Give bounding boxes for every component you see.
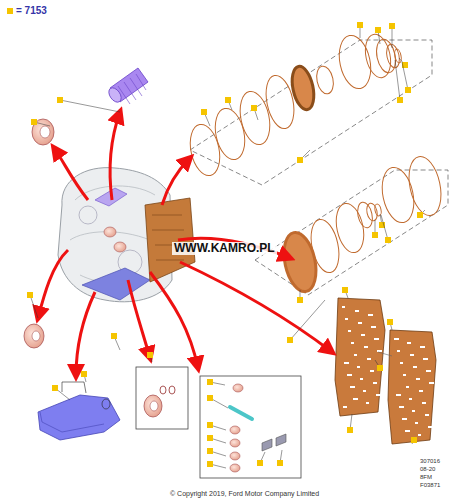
callout-marker xyxy=(207,448,213,454)
copyright: © Copyright 2019, Ford Motor Company Lim… xyxy=(170,490,319,498)
watermark: WWW.KAMRO.PL xyxy=(172,242,277,255)
callout-marker xyxy=(375,27,381,33)
callout-marker xyxy=(277,460,283,466)
callout-marker xyxy=(207,461,213,467)
callout-marker xyxy=(357,22,363,28)
callout-marker xyxy=(81,371,87,377)
legend-item: = 7153 xyxy=(7,5,47,16)
callout-marker xyxy=(389,23,395,29)
callout-marker xyxy=(297,297,303,303)
callout-marker xyxy=(207,422,213,428)
legend-swatch xyxy=(7,8,13,14)
filter xyxy=(106,68,148,104)
ring xyxy=(289,64,318,111)
ring xyxy=(332,201,368,255)
ring xyxy=(186,122,224,179)
callout-marker xyxy=(207,379,213,385)
callout-marker xyxy=(147,352,153,358)
ring xyxy=(404,154,446,219)
callout-marker xyxy=(385,237,391,243)
callout-marker xyxy=(342,287,348,293)
ring xyxy=(307,217,344,275)
ring xyxy=(279,230,321,295)
callout-marker xyxy=(207,435,213,441)
callout-marker xyxy=(27,292,33,298)
ring xyxy=(374,204,382,217)
callout-marker xyxy=(387,319,393,325)
oil-pan xyxy=(38,382,120,440)
reference-code: 8FM xyxy=(420,474,432,481)
ring xyxy=(385,43,402,69)
callout-marker xyxy=(287,337,293,343)
callout-marker xyxy=(377,365,383,371)
callout-marker xyxy=(251,105,257,111)
callout-marker xyxy=(372,232,378,238)
callout-marker xyxy=(225,97,231,103)
ring xyxy=(236,89,275,148)
callout-marker xyxy=(297,157,303,163)
ring xyxy=(355,201,374,229)
ring xyxy=(314,65,335,96)
callout-marker xyxy=(397,97,403,103)
ring xyxy=(211,106,249,163)
callout-marker xyxy=(207,395,213,401)
callout-marker xyxy=(417,212,423,218)
reference-code: 307016 xyxy=(420,458,440,465)
small-parts xyxy=(230,384,286,472)
callout-marker xyxy=(257,460,263,466)
ring xyxy=(335,32,376,91)
reference-code: F03871 xyxy=(420,482,440,489)
arrow xyxy=(38,112,332,376)
callout-marker xyxy=(347,427,353,433)
callout-marker xyxy=(405,87,411,93)
callout-marker xyxy=(201,109,207,115)
legend-text: = 7153 xyxy=(16,5,47,16)
reference-code: 08-20 xyxy=(420,466,435,473)
callout-marker xyxy=(31,119,37,125)
callout-marker xyxy=(411,437,417,443)
callout-marker xyxy=(111,333,117,339)
callout-marker xyxy=(379,222,385,228)
ring xyxy=(365,202,379,222)
valve-body-plate xyxy=(335,298,436,444)
callout-marker xyxy=(57,97,63,103)
callout-marker xyxy=(52,385,58,391)
